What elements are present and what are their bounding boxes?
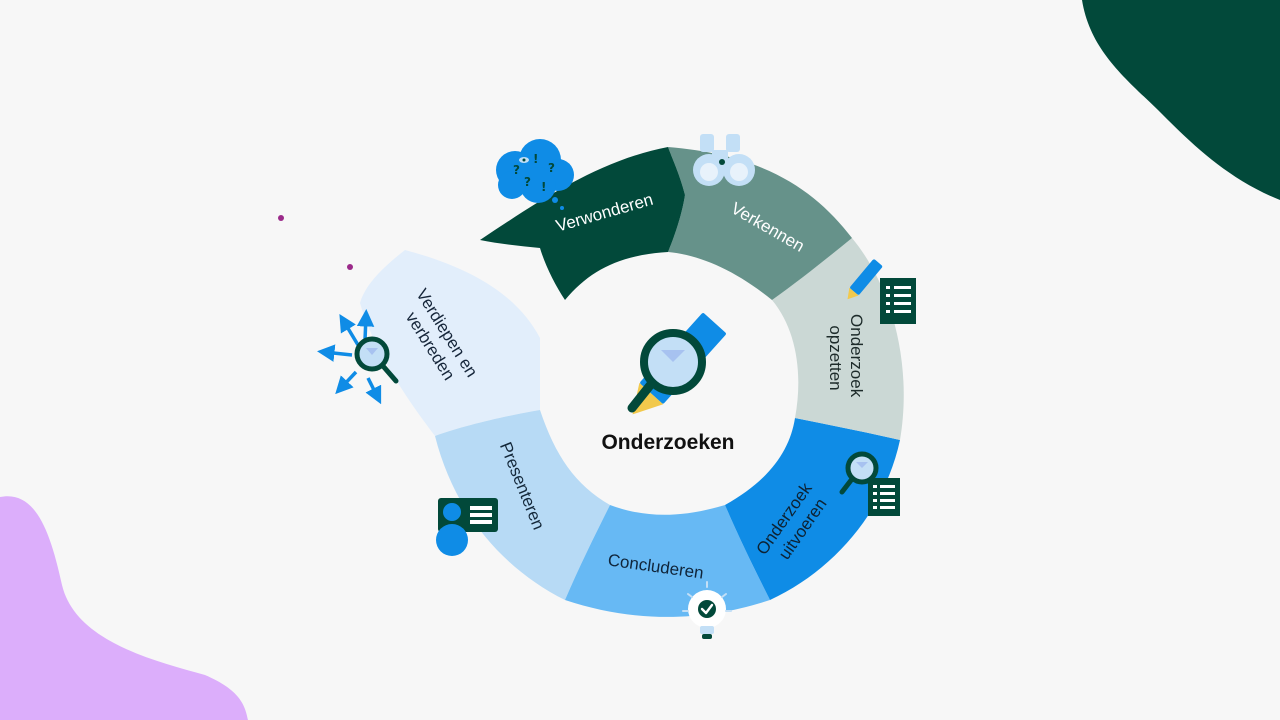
segment-concluderen[interactable] (565, 505, 770, 617)
svg-text:!: ! (533, 152, 538, 166)
decorative-dot (347, 264, 353, 270)
segment-verwonderen[interactable] (480, 147, 685, 300)
magnifier-arrows-icon (317, 309, 399, 405)
center-title: Onderzoeken (601, 431, 734, 454)
bottom-left-purple-blob (0, 496, 248, 720)
magnifier-checklist-icon (839, 451, 900, 516)
binoculars-icon (693, 134, 755, 186)
label-onderzoek-opzetten: Onderzoek opzetten (826, 314, 866, 402)
svg-text:?: ? (513, 163, 520, 177)
thought-cloud-icon: ? ! ? ? ! (496, 139, 574, 210)
center-magnifier-pencil-icon (627, 313, 726, 415)
segment-verdiepen-en-verbreden[interactable] (360, 250, 540, 436)
presenter-card-icon (436, 498, 498, 556)
lightbulb-check-icon (682, 581, 732, 639)
segment-presenteren[interactable] (435, 410, 610, 600)
segment-verkennen[interactable] (668, 147, 852, 300)
segment-onderzoek-opzetten[interactable] (772, 238, 904, 440)
pencil-checklist-icon (847, 259, 916, 324)
svg-text:?: ? (524, 175, 531, 189)
svg-text:!: ! (541, 180, 546, 194)
svg-text:?: ? (548, 161, 555, 175)
decorative-dot (278, 215, 284, 221)
top-right-green-blob (1082, 0, 1280, 200)
ring-segments (360, 147, 904, 617)
